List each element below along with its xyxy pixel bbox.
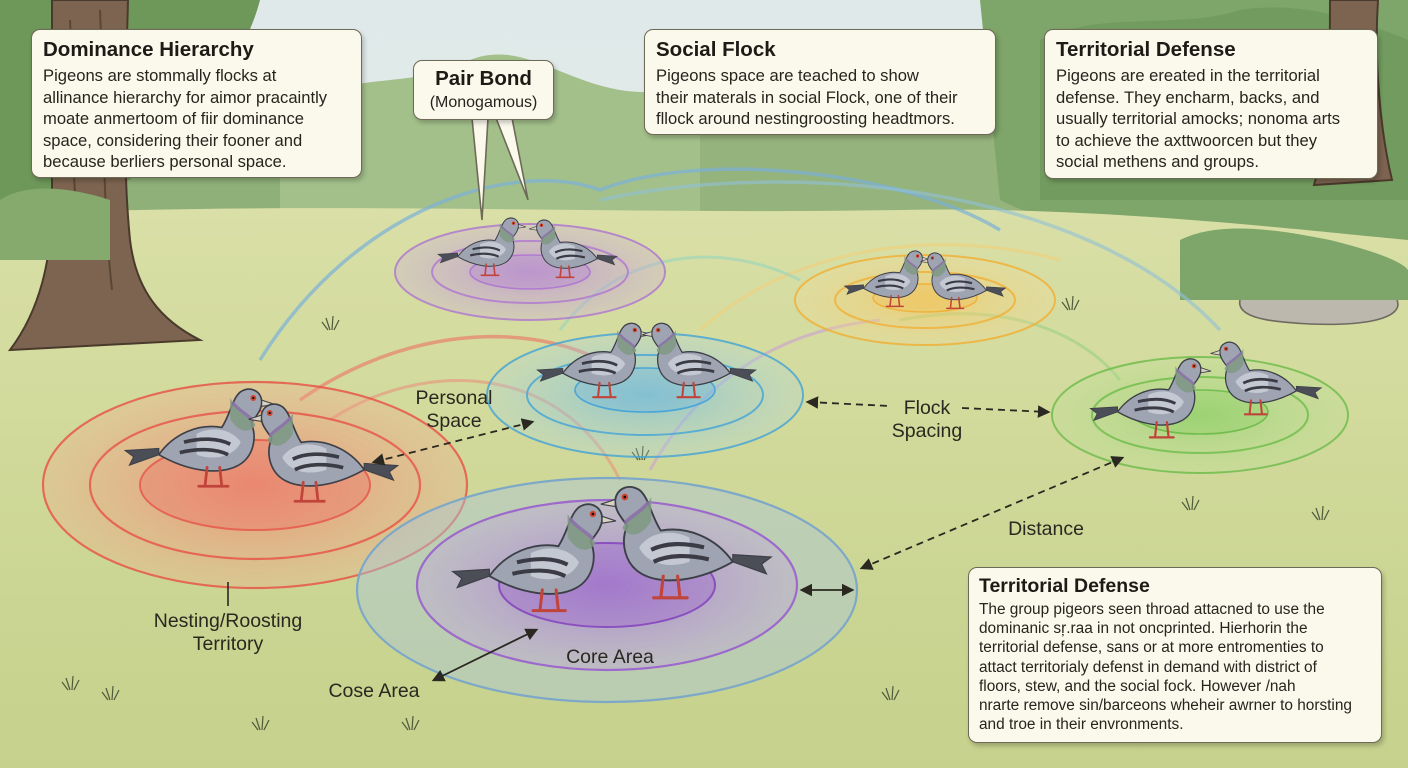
territorial-top-line-2: defense. They encharm, backs, and xyxy=(1056,87,1320,107)
zone-purple-top xyxy=(394,223,666,321)
territorial-defense-top-box: Territorial Defense Pigeons are ereated … xyxy=(1044,29,1378,179)
territorial-top-line-3: usually territorial amocks; nonoma arts xyxy=(1056,109,1341,128)
territorial-top-line-1: Pigeons are ereated in the territorial xyxy=(1056,66,1320,85)
social-flock-title: Social Flock xyxy=(656,38,776,61)
flock-spacing-label: Flock Spacing xyxy=(891,397,963,442)
social-flock-text: Pigeons space are teached to show their … xyxy=(656,65,983,130)
pair-bond-box: Pair Bond (Monogamous) xyxy=(413,60,554,120)
dominance-line-3: moate anmertoom of fiir dominance xyxy=(43,109,305,128)
territorial-defense-top-title: Territorial Defense xyxy=(1056,38,1236,61)
pair-bond-title: Pair Bond xyxy=(435,67,532,90)
territorial-defense-bottom-title: Territorial Defense xyxy=(979,575,1150,597)
dominance-line-4: space, considering their fooner and xyxy=(43,130,303,150)
territorial-bottom-line-4: attact territorialy defenst in demand wi… xyxy=(979,658,1317,676)
territorial-bottom-line-6: nrarte remove sin/barceons wheheir awrne… xyxy=(979,697,1352,715)
territorial-bottom-line-2: dominanic sŗ.raa in not oncprinted. Hier… xyxy=(979,620,1308,638)
personal-space-label: Personal Space xyxy=(415,387,493,432)
core-area-label: Core Area xyxy=(566,646,654,668)
dominance-hierarchy-text: Pigeons are stommally flocks at allinanc… xyxy=(43,65,349,173)
territorial-top-line-4: to achieve the axttwoorcen but they xyxy=(1056,130,1318,150)
social-flock-box: Social Flock Pigeons space are teached t… xyxy=(644,29,996,135)
cose-area-arrow xyxy=(431,628,539,682)
social-flock-line-1: Pigeons space are teached to show xyxy=(656,66,919,85)
territorial-bottom-line-5: floors, stew, and the social fock. Howev… xyxy=(979,677,1296,695)
zone-blue xyxy=(486,332,804,458)
dominance-hierarchy-title: Dominance Hierarchy xyxy=(43,38,254,61)
flock-spacing-arrow-right xyxy=(961,405,1051,418)
flock-spacing-arrow-left xyxy=(805,396,891,409)
territorial-bottom-line-7: and troe in their envronments. xyxy=(979,716,1184,734)
social-flock-line-2: their materals in social Flock, one of t… xyxy=(656,87,958,107)
territorial-bottom-line-3: territorial defense, sans or at more ent… xyxy=(979,639,1324,657)
territorial-bottom-line-1: The group pigeors seen throad attacned t… xyxy=(979,601,1325,618)
personal-space-arrow xyxy=(371,418,535,466)
zone-yellow xyxy=(794,254,1056,346)
dominance-hierarchy-box: Dominance Hierarchy Pigeons are stommall… xyxy=(31,29,362,178)
social-flock-line-3: fllock around nestingroosting headtmors. xyxy=(656,109,955,128)
territorial-top-line-5: social methens and groups. xyxy=(1056,152,1259,171)
dominance-line-1: Pigeons are stommally flocks at xyxy=(43,66,277,85)
nesting-roosting-territory-label: Nesting/Roosting Territory xyxy=(153,610,303,655)
cose-area-label: Cose Area xyxy=(328,680,420,702)
dominance-line-2: allinance hierarchy for aimor pracaintly xyxy=(43,87,328,107)
dominance-line-5: because berliers personal space. xyxy=(43,152,287,171)
territorial-defense-bottom-text: The group pigeors seen throad attacned t… xyxy=(979,600,1371,734)
territorial-defense-top-text: Pigeons are ereated in the territorial d… xyxy=(1056,65,1365,173)
pair-bond-subtitle: (Monogamous) xyxy=(429,94,538,111)
distance-label: Distance xyxy=(1008,518,1084,540)
territorial-defense-bottom-box: Territorial Defense The group pigeors se… xyxy=(968,567,1382,743)
